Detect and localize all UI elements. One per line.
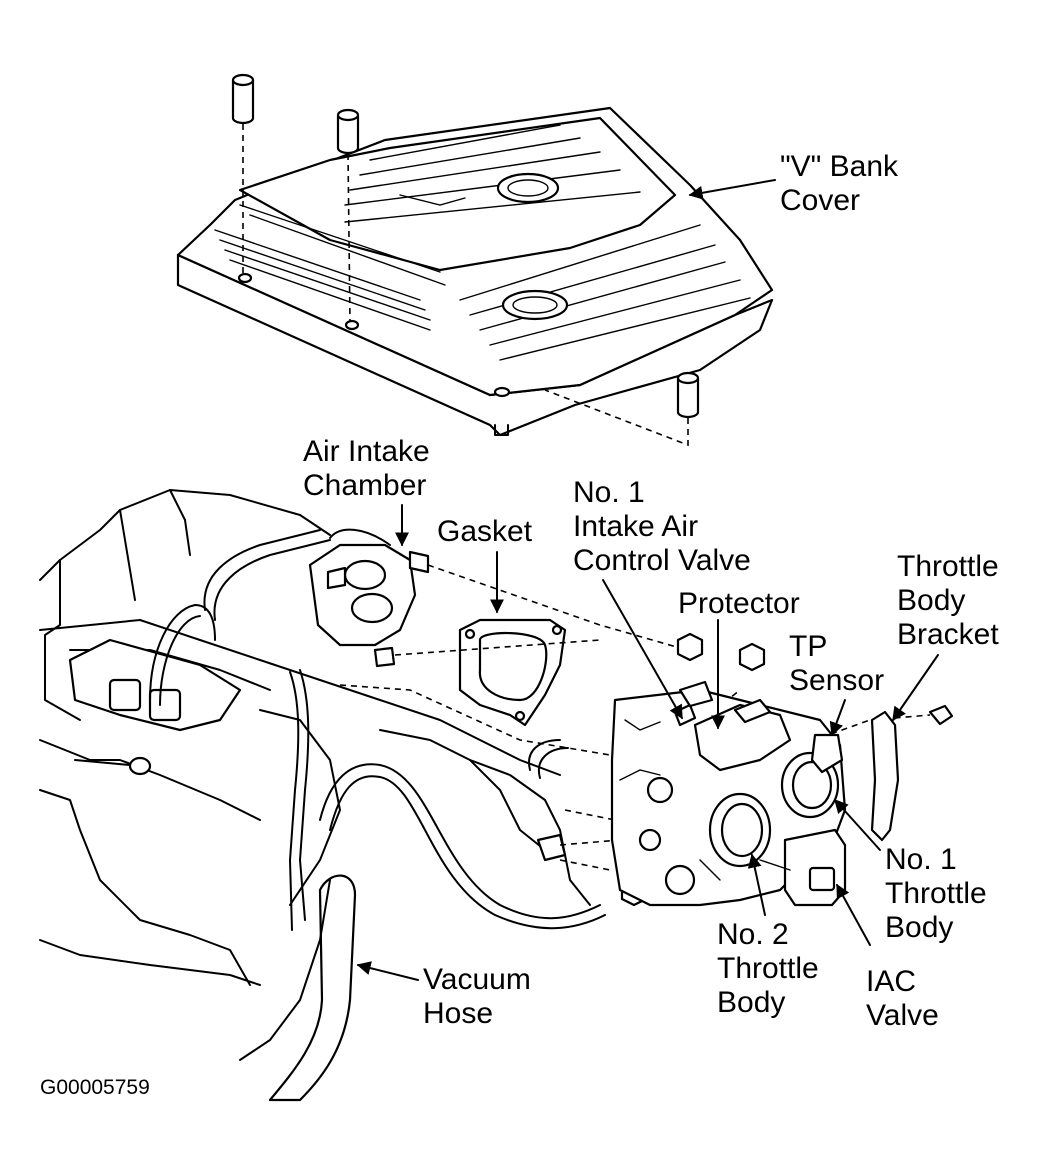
engine-assembly-drawing [39,489,606,1102]
label-line: Sensor [789,664,885,697]
label-line: Control Valve [573,544,751,577]
label-line: Throttle [717,952,819,985]
label-line: Throttle [885,877,987,910]
figure-id: G00005759 [40,1076,150,1099]
label-no1-throttle-body: No. 1 Throttle Body [885,843,987,945]
label-line: Gasket [437,515,533,548]
throttle-body-bracket-drawing [870,710,900,842]
cover-grommets [231,73,700,419]
label-line: Body [897,584,966,617]
label-line: No. 2 [717,918,789,951]
air-intake-chamber-flange [308,528,430,668]
label-line: Chamber [303,469,427,502]
label-line: Bracket [897,618,999,651]
label-line: TP [789,630,828,663]
label-line: Hose [423,997,494,1030]
label-line: "V" Bank [780,150,899,183]
label-iac-valve: IAC Valve [866,965,939,1033]
label-line: Cover [780,184,861,217]
label-throttle-body-bracket: Throttle Body Bracket [897,550,999,652]
gasket-drawing [458,618,567,727]
label-line: Intake Air [573,510,699,543]
label-line: IAC [866,965,917,998]
label-intake-air-control-valve: No. 1 Intake Air Control Valve [573,476,751,578]
label-line: No. 1 [885,843,957,876]
label-v-bank-cover: "V" Bank Cover [780,150,898,218]
label-line: Air Intake [303,435,430,468]
label-protector: Protector [678,587,800,621]
throttle-body-assembly [610,680,847,907]
label-vacuum-hose: Vacuum Hose [423,963,531,1031]
label-gasket: Gasket [437,515,532,549]
leader-lines [356,179,939,981]
label-no2-throttle-body: No. 2 Throttle Body [717,918,819,1020]
label-line: Protector [678,587,800,620]
label-air-intake-chamber: Air Intake Chamber [303,435,430,503]
label-line: Vacuum [423,963,531,996]
label-line: Body [717,986,786,1019]
label-line: Throttle [897,550,999,583]
label-line: Body [885,911,954,944]
label-line: Valve [866,999,939,1032]
label-tp-sensor: TP Sensor [789,630,884,698]
label-line: No. 1 [573,476,645,509]
